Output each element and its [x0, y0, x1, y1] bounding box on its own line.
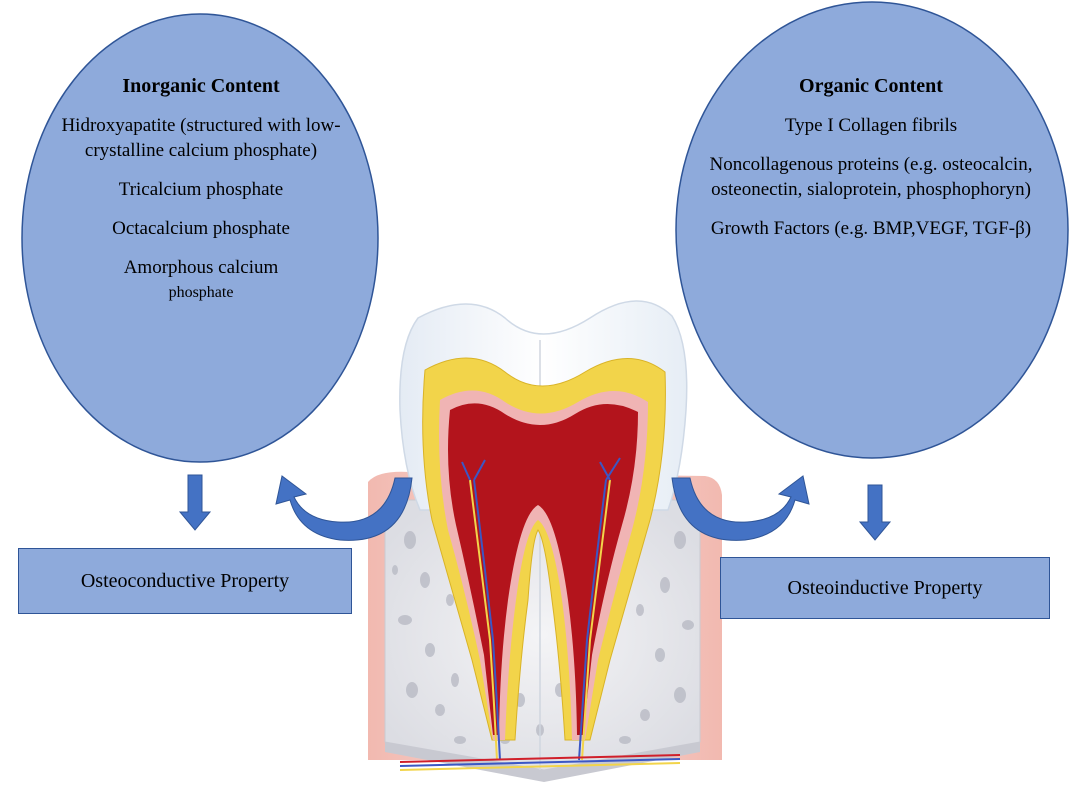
- inorganic-item: Tricalcium phosphate: [32, 177, 370, 202]
- inorganic-item: Octacalcium phosphate: [32, 216, 370, 241]
- down-arrow-right: [860, 485, 890, 540]
- osteoinductive-label: Osteoinductive Property: [788, 577, 983, 600]
- organic-item: Growth Factors (e.g. BMP,VEGF, TGF-β): [666, 216, 1070, 241]
- osteoconductive-label: Osteoconductive Property: [81, 570, 289, 593]
- organic-title: Organic Content: [666, 74, 1070, 99]
- organic-item: Noncollagenous proteins (e.g. osteocalci…: [666, 152, 1070, 202]
- inorganic-content: Inorganic Content Hidroxyapatite (struct…: [32, 74, 370, 305]
- down-arrow-left: [180, 475, 210, 530]
- osteoinductive-box: Osteoinductive Property: [720, 557, 1050, 619]
- inorganic-item: Amorphous calcium: [32, 255, 370, 280]
- inorganic-item: Hidroxyapatite (structured with low-crys…: [32, 113, 370, 163]
- organic-content: Organic Content Type I Collagen fibrils …: [666, 74, 1070, 255]
- organic-item: Type I Collagen fibrils: [666, 113, 1070, 138]
- inorganic-title: Inorganic Content: [32, 74, 370, 99]
- osteoconductive-box: Osteoconductive Property: [18, 548, 352, 614]
- tooth-illustration: [368, 301, 722, 782]
- inorganic-item-cont: phosphate: [32, 280, 370, 305]
